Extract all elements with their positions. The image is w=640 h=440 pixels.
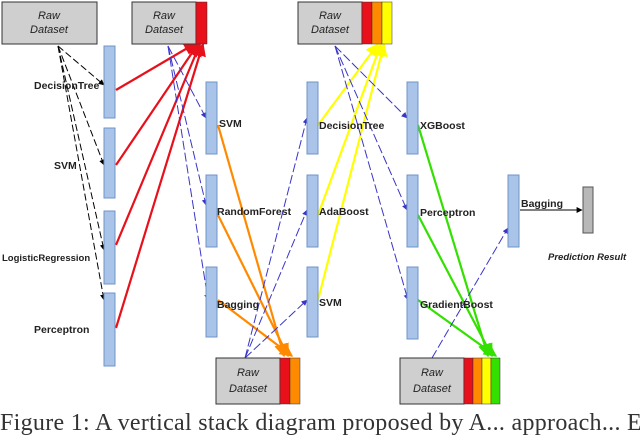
model-bar-adaboost-l3 <box>306 174 319 248</box>
arrows-layer4-to-dataset5 <box>416 124 498 358</box>
model-bar-svm-l3 <box>306 266 319 338</box>
dataset-4-stripe-orange <box>371 1 383 45</box>
layer1-models <box>103 45 116 367</box>
raw-dataset-2: Raw Dataset <box>131 1 208 45</box>
raw-dataset-1-line2: Dataset <box>30 24 69 36</box>
raw-dataset-1-line1: Raw <box>38 10 61 22</box>
model-bar-randomforest-l2 <box>205 174 218 248</box>
dataset-3-stripe-orange <box>289 357 301 405</box>
raw-dataset-2-line2: Dataset <box>145 24 184 36</box>
arrows-layer3-to-dataset4 <box>316 42 388 301</box>
label-gradientboost-l4: GradientBoost <box>420 299 493 311</box>
dataset-2-stripe-red <box>195 1 208 45</box>
raw-dataset-4: Raw Dataset <box>297 1 393 45</box>
dataset-3-stripe-red <box>279 357 291 405</box>
dataset-4-stripe-red <box>361 1 373 45</box>
raw-dataset-5: Raw Dataset <box>399 357 501 405</box>
raw-dataset-2-line1: Raw <box>153 10 176 22</box>
arrows-dataset5-to-layer5 <box>431 227 509 359</box>
raw-dataset-4-line2: Dataset <box>311 24 350 36</box>
arrows-dataset4-to-layer4 <box>334 45 410 301</box>
arrows-layer1-to-dataset2 <box>114 42 206 329</box>
model-bar-logistic-l1 <box>103 210 116 285</box>
model-bar-perceptron-l4 <box>406 174 419 248</box>
arrows-dataset1-to-layer1 <box>57 45 106 301</box>
dataset-5-stripe-yellow <box>481 357 492 405</box>
label-perceptron-l1: Perceptron <box>34 324 89 336</box>
model-bar-decisiontree-l1 <box>103 45 116 119</box>
model-bar-perceptron-l1 <box>103 292 116 367</box>
figure-caption: Figure 1: A vertical stack diagram propo… <box>0 410 640 436</box>
dataset-5-stripe-orange <box>472 357 483 405</box>
label-bagging-l2: Bagging <box>217 299 259 311</box>
label-adaboost-l3: AdaBoost <box>319 206 369 218</box>
model-bar-xgboost-l4 <box>406 81 419 155</box>
raw-dataset-3-line1: Raw <box>237 367 260 379</box>
model-bar-svm-l1 <box>103 127 116 199</box>
raw-dataset-4-line1: Raw <box>319 10 342 22</box>
dataset-5-stripe-green <box>490 357 501 405</box>
raw-dataset-3: Raw Dataset <box>215 357 301 405</box>
label-svm-l3: SVM <box>319 297 342 309</box>
dataset-4-stripe-yellow <box>381 1 393 45</box>
stacking-diagram: Raw Dataset Raw Dataset Raw Dataset Raw … <box>1 1 627 405</box>
label-bagging-l5: Bagging <box>521 198 563 210</box>
raw-dataset-3-line2: Dataset <box>229 383 268 395</box>
raw-dataset-5-line1: Raw <box>421 367 444 379</box>
model-bar-gradientboost-l4 <box>406 266 419 340</box>
raw-dataset-1: Raw Dataset <box>1 1 98 45</box>
label-xgboost-l4: XGBoost <box>420 120 465 132</box>
label-prediction-result: Prediction Result <box>548 252 627 263</box>
label-decisiontree-l3: DecisionTree <box>319 120 385 132</box>
model-bar-bagging-l5 <box>507 174 520 248</box>
raw-dataset-5-line2: Dataset <box>413 383 452 395</box>
label-svm-l2: SVM <box>219 118 242 130</box>
layer2-models <box>205 81 218 338</box>
model-bar-decisiontree-l3 <box>306 81 319 155</box>
arrows-dataset2-to-layer2 <box>167 45 211 301</box>
model-bar-bagging-l2 <box>205 266 218 338</box>
label-randomforest-l2: RandomForest <box>217 206 292 218</box>
label-decisiontree-l1: DecisionTree <box>34 80 100 92</box>
label-logistic-l1: LogisticRegression <box>2 253 90 264</box>
label-perceptron-l4: Perceptron <box>420 207 475 219</box>
arrows-dataset3-to-layer3 <box>244 117 309 359</box>
layer4-models <box>406 81 419 340</box>
dataset-5-stripe-red <box>463 357 474 405</box>
prediction-result-bar <box>582 186 594 234</box>
model-bar-svm-l2 <box>205 81 218 155</box>
arrows-layer2-to-dataset3 <box>216 124 294 358</box>
label-svm-l1: SVM <box>54 160 77 172</box>
layer3-models <box>306 81 319 338</box>
